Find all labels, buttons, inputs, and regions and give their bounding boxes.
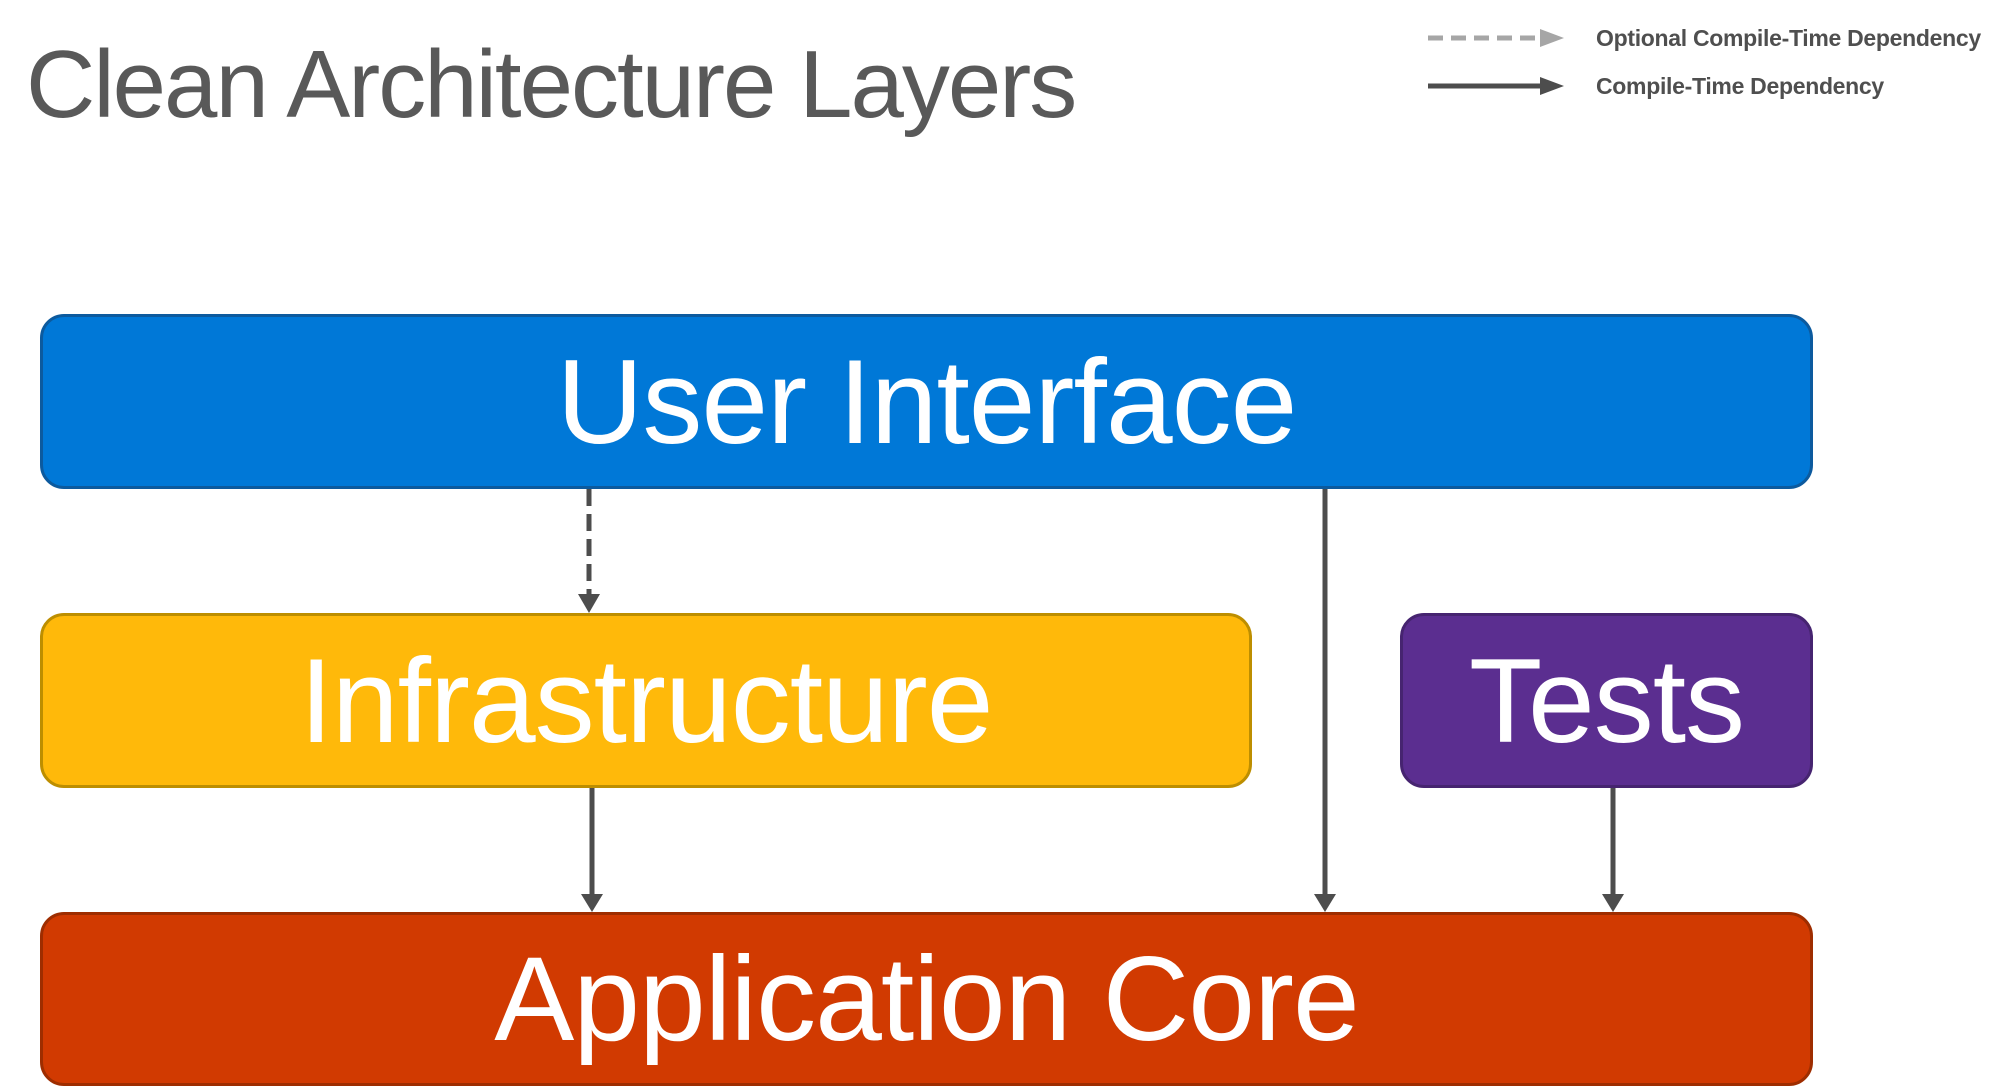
page-title: Clean Architecture Layers [26,31,1077,138]
legend-label-optional-dependency: Optional Compile-Time Dependency [1596,24,1981,51]
layer-label-infrastructure: Infrastructure [299,633,994,768]
layer-box-infrastructure: Infrastructure [40,613,1252,788]
arrow-tests-to-core [1602,788,1624,912]
layer-box-application-core: Application Core [40,912,1813,1086]
layer-box-user-interface: User Interface [40,314,1813,489]
layer-label-user-interface: User Interface [556,334,1298,469]
legend-label-dependency: Compile-Time Dependency [1596,72,1884,99]
optional-dashed-arrow-icon [1428,29,1564,47]
layer-label-application-core: Application Core [494,932,1359,1066]
arrow-ui-to-core [1314,489,1336,912]
arrow-ui-to-infrastructure-optional [578,489,600,613]
arrow-infrastructure-to-core [581,788,603,912]
layer-box-tests: Tests [1400,613,1813,788]
legend-item-dependency: Compile-Time Dependency [1408,72,1884,99]
legend-item-optional-dependency: Optional Compile-Time Dependency [1408,24,1981,51]
layer-label-tests: Tests [1468,633,1745,768]
solid-arrow-icon [1428,77,1564,95]
